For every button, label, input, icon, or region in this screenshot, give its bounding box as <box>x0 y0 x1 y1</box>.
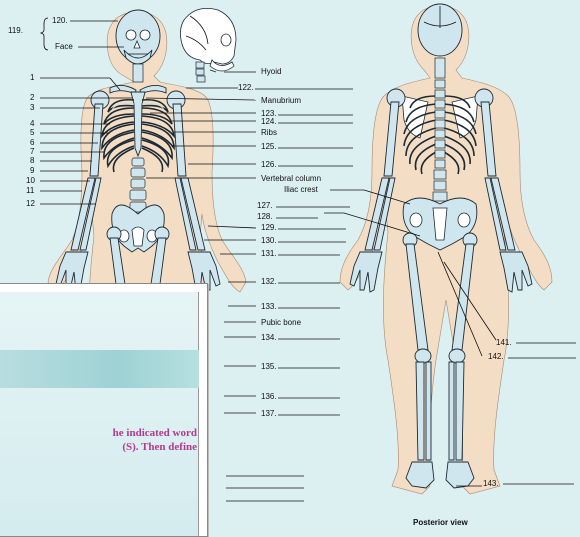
label-125: 125. <box>261 142 277 151</box>
top-labels: 119. 120. Face <box>8 16 124 51</box>
worksheet-instructions: he indicated word (S). Then define <box>0 426 197 454</box>
worksheet-panel-band <box>0 350 199 388</box>
label-141: 141. <box>496 338 512 347</box>
posterior-figure <box>340 4 552 494</box>
instructions-line-1: he indicated word <box>0 426 197 440</box>
label-127: 127. <box>257 201 273 210</box>
instructions-line-2: (S). Then define <box>0 440 197 454</box>
worksheet-panel-inner <box>0 292 199 536</box>
label-4: 4 <box>30 119 35 128</box>
label-11: 11 <box>26 186 35 195</box>
label-143: 143. <box>483 479 499 488</box>
lateral-skull <box>180 8 236 82</box>
label-6: 6 <box>30 138 35 147</box>
posterior-right-foot <box>446 462 474 488</box>
label-10: 10 <box>26 176 35 185</box>
label-130: 130. <box>261 236 277 245</box>
posterior-left-foot <box>406 462 434 488</box>
label-vertebral-column: Vertebral column <box>261 174 321 183</box>
label-129: 129. <box>261 223 277 232</box>
label-131: 131. <box>261 249 277 258</box>
label-2: 2 <box>30 93 35 102</box>
label-1: 1 <box>30 73 35 82</box>
posterior-view-caption: Posterior view <box>413 518 468 527</box>
label-126: 126. <box>261 160 277 169</box>
worksheet-panel: he indicated word (S). Then define <box>0 283 208 537</box>
label-7: 7 <box>30 147 35 156</box>
label-iliac-crest: Iliac crest <box>284 185 319 194</box>
label-136: 136. <box>261 392 277 401</box>
label-132: 132. <box>261 277 277 286</box>
label-ribs: Ribs <box>261 128 277 137</box>
label-8: 8 <box>30 156 35 165</box>
label-124: 124. <box>261 117 277 126</box>
label-137: 137. <box>261 409 277 418</box>
label-9: 9 <box>30 166 35 175</box>
label-12: 12 <box>26 199 35 208</box>
label-133: 133. <box>261 302 277 311</box>
label-5: 5 <box>30 128 35 137</box>
label-135: 135. <box>261 362 277 371</box>
label-142: 142. <box>488 352 504 361</box>
posterior-spine <box>433 80 447 201</box>
label-pubic-bone: Pubic bone <box>261 318 302 327</box>
label-119: 119. <box>8 26 23 35</box>
label-120: 120. <box>52 16 68 25</box>
label-122: 122. <box>238 83 254 92</box>
label-hyoid: Hyoid <box>261 67 281 76</box>
label-128: 128. <box>257 212 273 221</box>
label-3: 3 <box>30 103 35 112</box>
label-face: Face <box>55 42 73 51</box>
label-manubrium: Manubrium <box>261 96 301 105</box>
label-134: 134. <box>261 333 277 342</box>
